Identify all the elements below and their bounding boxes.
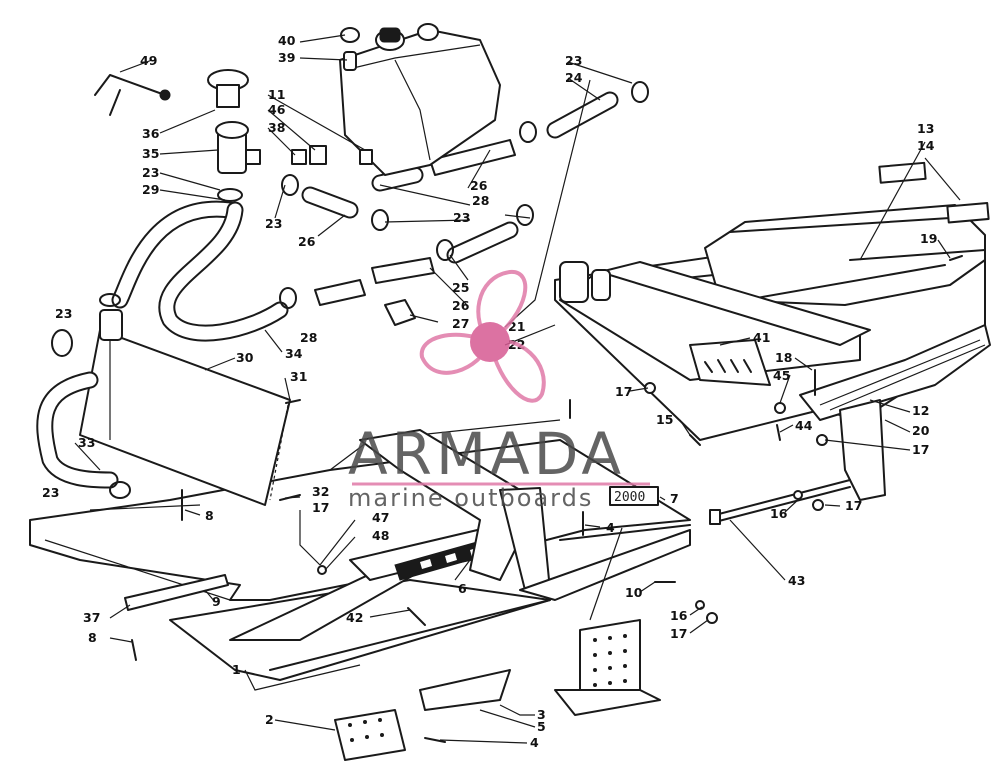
- callout-49: 49: [140, 53, 157, 68]
- callout-11: 11: [268, 87, 285, 102]
- callout-31: 31: [290, 369, 307, 384]
- callout-17d: 17: [845, 498, 862, 513]
- callout-1: 1: [232, 662, 241, 677]
- callout-29: 29: [142, 182, 159, 197]
- callout-25b: 25: [452, 280, 469, 295]
- mount-bracket: [554, 619, 661, 716]
- callout-20: 20: [912, 423, 930, 438]
- callout-23d: 23: [565, 53, 582, 68]
- propeller-logo-icon: [419, 270, 546, 403]
- callout-47: 47: [372, 510, 389, 525]
- plate: [334, 709, 406, 761]
- callout-35: 35: [142, 146, 159, 161]
- callout-40: 40: [278, 33, 296, 48]
- callout-17a: 17: [912, 442, 929, 457]
- callout-8b: 8: [88, 630, 97, 645]
- slide-bracket: [559, 261, 871, 386]
- callout-36: 36: [142, 126, 160, 141]
- callout-16b: 16: [670, 608, 688, 623]
- callout-24: 24: [565, 70, 583, 85]
- leader-lines: [74, 34, 961, 744]
- callout-12: 12: [912, 403, 929, 418]
- running-board: [169, 519, 551, 711]
- callout-48: 48: [372, 528, 389, 543]
- callout-27: 27: [452, 316, 469, 331]
- right-footrest: [519, 524, 691, 601]
- callout-45: 45: [773, 368, 790, 383]
- radiator: [79, 309, 291, 506]
- callout-44: 44: [795, 418, 813, 433]
- callout-25a: 26: [298, 234, 316, 249]
- callout-30: 30: [236, 350, 254, 365]
- callout-28b: 28: [300, 330, 317, 345]
- watermark: ARMADA marine outboards: [348, 270, 650, 512]
- callout-10: 10: [625, 585, 643, 600]
- callout-17c: 17: [312, 500, 329, 515]
- fittings: [291, 145, 373, 165]
- callout-46: 46: [268, 102, 286, 117]
- decals: [878, 161, 990, 224]
- callout-26b: 26: [452, 298, 470, 313]
- callout-14: 14: [917, 138, 935, 153]
- callout-8a: 8: [205, 508, 214, 523]
- callout-17b: 17: [615, 384, 632, 399]
- callout-28a: 28: [472, 193, 489, 208]
- callout-19: 19: [920, 231, 937, 246]
- callout-3: 3: [537, 707, 546, 722]
- decal-text: 2000: [614, 490, 645, 505]
- callout-7: 7: [670, 491, 679, 506]
- coolant-tank: [339, 23, 501, 176]
- callout-42: 42: [346, 610, 363, 625]
- callout-23c: 23: [453, 210, 470, 225]
- shaft: [709, 479, 851, 525]
- coolant-hoses: [36, 91, 619, 489]
- callout-2: 2: [265, 712, 274, 727]
- callout-4a: 4: [606, 520, 615, 535]
- callout-13: 13: [917, 121, 934, 136]
- callout-34: 34: [285, 346, 303, 361]
- callout-6: 6: [458, 581, 467, 596]
- callout-labels: 49 40 39 36 35 11 46 38 23 29 23 26 28 2…: [42, 33, 937, 750]
- callout-9: 9: [212, 594, 221, 609]
- support-rod: [94, 74, 171, 116]
- callout-39: 39: [278, 50, 295, 65]
- callout-23a: 23: [142, 165, 159, 180]
- callout-38: 38: [268, 120, 285, 135]
- callout-41: 41: [753, 330, 770, 345]
- callout-23f: 23: [42, 485, 59, 500]
- callout-16a: 16: [770, 506, 788, 521]
- callout-33: 33: [78, 435, 95, 450]
- callout-4b: 4: [530, 735, 539, 750]
- callout-37: 37: [83, 610, 100, 625]
- callout-23e: 23: [55, 306, 72, 321]
- filler-neck: [207, 69, 261, 174]
- callout-17e: 17: [670, 626, 687, 641]
- callout-18: 18: [775, 350, 792, 365]
- callout-32: 32: [312, 484, 329, 499]
- callout-23b: 23: [265, 216, 282, 231]
- callout-15: 15: [656, 412, 673, 427]
- hardware: [124, 255, 963, 743]
- watermark-tagline: marine outboards: [348, 484, 593, 512]
- hose-clamps: [51, 81, 649, 499]
- watermark-brand: ARMADA: [348, 420, 625, 488]
- callout-5: 5: [537, 719, 546, 734]
- decal-plate: 2000: [609, 486, 659, 506]
- callout-26a: 26: [470, 178, 488, 193]
- callout-43: 43: [788, 573, 805, 588]
